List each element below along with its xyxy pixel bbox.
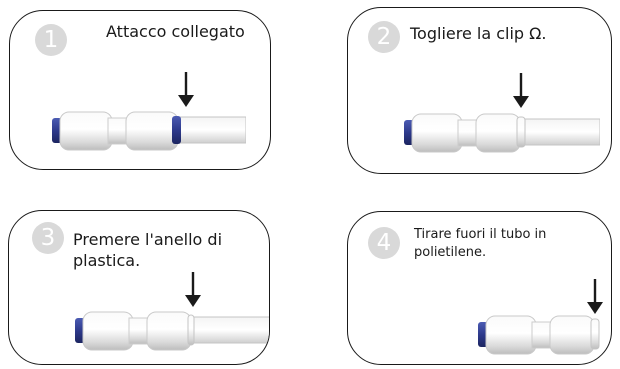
fitting-tube-removed-illustration xyxy=(478,315,600,355)
step-4-panel: 4 Tirare fuori il tubo in polietilene. xyxy=(347,211,612,365)
step-number-badge: 4 xyxy=(368,227,400,259)
fitting-connected-illustration xyxy=(52,111,246,151)
step-number-badge: 2 xyxy=(368,21,400,53)
fitting-clip-removed-illustration xyxy=(404,113,600,153)
step-1-panel: 1 Attacco collegato xyxy=(9,10,271,170)
step-number-badge: 3 xyxy=(32,222,64,254)
step-number-badge: 1 xyxy=(35,24,67,56)
down-arrow-icon xyxy=(185,272,201,307)
down-arrow-icon xyxy=(513,73,529,108)
step-caption: Togliere la clip Ω. xyxy=(410,24,547,43)
step-3-panel: 3 Premere l'anello di plastica. xyxy=(8,210,270,365)
step-caption: Attacco collegato xyxy=(106,22,245,41)
step-2-panel: 2 Togliere la clip Ω. xyxy=(347,7,612,174)
down-arrow-icon xyxy=(587,279,603,314)
step-caption: Tirare fuori il tubo in polietilene. xyxy=(414,227,547,260)
down-arrow-icon xyxy=(178,72,194,107)
fitting-press-ring-illustration xyxy=(75,311,269,351)
step-caption: Premere l'anello di plastica. xyxy=(73,230,223,270)
